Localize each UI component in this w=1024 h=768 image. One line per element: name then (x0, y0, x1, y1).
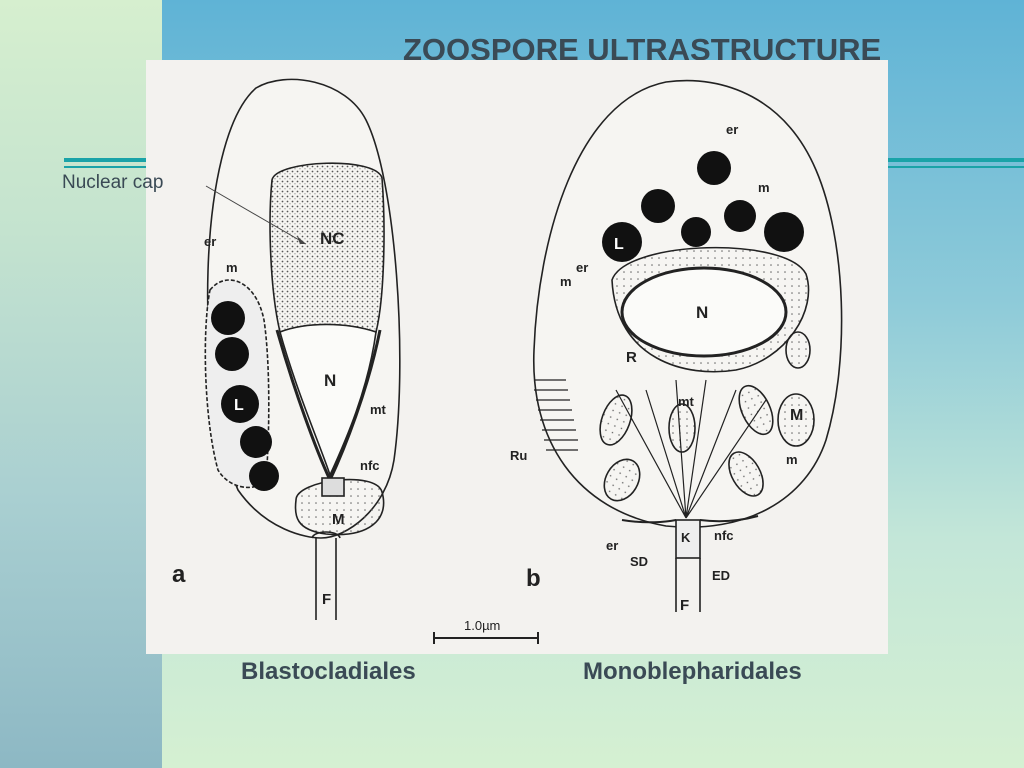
panel-a-labels: NC N er m L mt nfc M F a (172, 229, 387, 608)
label-ed: ED (712, 568, 730, 583)
label-sd: SD (630, 554, 648, 569)
divider-line (64, 166, 150, 168)
caption-blastocladiales: Blastocladiales (241, 658, 416, 685)
label-l: L (614, 236, 624, 253)
divider-line (888, 166, 1024, 168)
label-k: K (681, 530, 691, 545)
scale-bar-label: 1.0µm (464, 618, 500, 633)
scale-bar: 1.0µm (433, 618, 539, 644)
label-nfc: nfc (360, 458, 380, 473)
panel-b-lipid-bodies (602, 151, 804, 262)
label-l: L (234, 397, 244, 414)
label-er: er (204, 234, 216, 249)
divider-line (64, 158, 150, 162)
caption-monoblepharidales: Monoblepharidales (583, 658, 802, 685)
label-mt: mt (678, 394, 695, 409)
label-nc: NC (320, 229, 345, 248)
panel-a-lipid-bodies (211, 301, 279, 491)
label-f: F (680, 597, 689, 614)
label-n: N (324, 371, 336, 390)
panel-b-letter: b (526, 565, 541, 592)
panel-b-cell (533, 79, 843, 612)
zoospore-drawing: NC N er m L mt nfc M F a (172, 78, 843, 644)
divider-line (888, 158, 1024, 162)
panel-a-letter: a (172, 561, 186, 588)
panel-b-labels: er m L er m N R mt M m Ru nfc K er SD ED… (510, 122, 803, 614)
rumposome (534, 379, 578, 451)
nuclear-cap-annotation: Nuclear cap (62, 172, 164, 193)
label-er2: er (606, 538, 618, 553)
label-mt: mt (370, 402, 387, 417)
label-er-top: er (726, 122, 738, 137)
left-decor-band (0, 0, 162, 768)
label-m: m (226, 260, 238, 275)
label-m-top: m (758, 180, 770, 195)
label-r: R (626, 349, 637, 366)
label-n: N (696, 303, 708, 322)
label-er: er (576, 260, 588, 275)
label-m2: m (786, 452, 798, 467)
label-nfc: nfc (714, 528, 734, 543)
label-mito: M (790, 407, 803, 424)
label-mito: M (332, 511, 345, 528)
label-m: m (560, 274, 572, 289)
zoospore-figure: NC N er m L mt nfc M F a (146, 60, 888, 654)
label-ru: Ru (510, 448, 527, 463)
label-f: F (322, 591, 331, 608)
